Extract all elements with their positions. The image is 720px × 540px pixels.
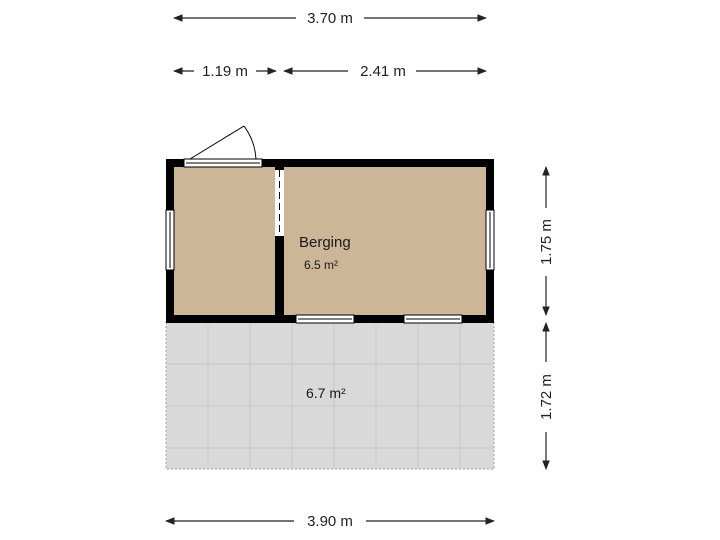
dimension-bottom-total: 3.90 m xyxy=(165,513,495,530)
terrace xyxy=(165,321,495,470)
dimension-right-upper: 1.75 m xyxy=(538,166,555,316)
dimension-right-upper-label: 1.75 m xyxy=(538,219,555,265)
terrace-surface xyxy=(165,321,495,470)
entrance-door xyxy=(183,125,263,168)
storage-room-name: Berging xyxy=(299,234,351,251)
window-left xyxy=(165,209,175,271)
building xyxy=(165,125,495,324)
dimension-top-left: 1.19 m xyxy=(173,63,277,80)
window-right xyxy=(485,209,495,271)
terrace-tile-grid xyxy=(166,322,494,469)
dimension-bottom-total-label: 3.90 m xyxy=(307,513,353,530)
dimension-top-total-label: 3.70 m xyxy=(307,10,353,27)
terrace-area: 6.7 m² xyxy=(306,385,346,401)
storage-room-area: 6.5 m² xyxy=(304,258,338,272)
entry-room-floor xyxy=(174,167,275,315)
dimension-right-lower-label: 1.72 m xyxy=(538,374,555,420)
dimension-top-total: 3.70 m xyxy=(173,10,487,27)
window-bottom-2 xyxy=(403,314,463,324)
window-bottom-1 xyxy=(295,314,355,324)
dimension-top-right-label: 2.41 m xyxy=(360,63,406,80)
interior-door xyxy=(275,170,284,236)
dimension-top-right: 2.41 m xyxy=(283,63,487,80)
dimension-top-left-label: 1.19 m xyxy=(202,63,248,80)
dimension-right-lower: 1.72 m xyxy=(538,322,555,470)
storage-room-floor xyxy=(284,167,486,315)
